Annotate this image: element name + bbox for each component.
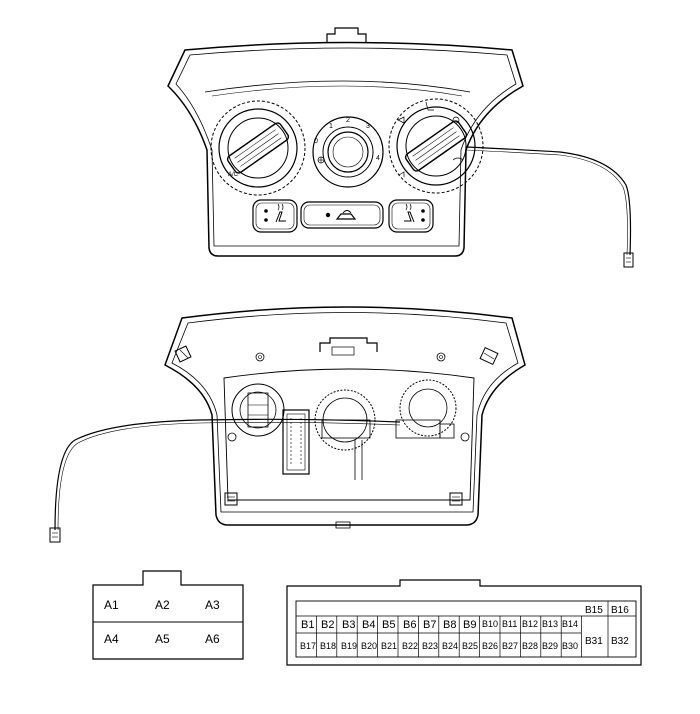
rear-panel-view	[49, 306, 526, 543]
connector-b-grid	[296, 601, 609, 657]
pin-b23: B23	[422, 641, 438, 651]
pin-b31: B31	[585, 636, 603, 647]
pin-a6: A6	[205, 632, 220, 646]
pin-b13: B13	[542, 619, 558, 629]
fan-speed-2: 2	[346, 117, 350, 124]
connector-a: A1 A2 A3 A4 A5 A6	[92, 570, 244, 660]
recirculation-icon	[325, 210, 357, 220]
pin-b4: B4	[362, 619, 375, 631]
pin-b20: B20	[361, 641, 377, 651]
mode-knob	[388, 98, 484, 194]
rear-connector-housing	[282, 409, 310, 475]
pin-b17: B17	[300, 641, 316, 651]
pin-b32: B32	[611, 636, 629, 647]
pin-b3: B3	[342, 619, 355, 631]
pin-b21: B21	[381, 641, 397, 651]
pin-b12: B12	[522, 619, 538, 629]
pin-b26: B26	[482, 641, 498, 651]
pin-b30: B30	[562, 641, 578, 651]
pin-a4: A4	[104, 632, 119, 646]
rear-shell-outline	[164, 306, 526, 526]
pin-a2: A2	[155, 598, 170, 612]
temperature-knob	[210, 100, 306, 196]
pin-b24: B24	[442, 641, 458, 651]
connector-a-outline	[92, 570, 244, 660]
seat-mode-icon	[425, 101, 434, 111]
pin-b7: B7	[423, 619, 436, 631]
connector-b: B1 B2 B3 B4 B5 B6 B7 B8 B9 B10 B11 B12 B…	[286, 579, 642, 666]
fan-speed-0: 0	[314, 138, 318, 145]
pin-b9: B9	[463, 619, 476, 631]
pin-b22: B22	[402, 641, 418, 651]
fan-speed-4: 4	[376, 155, 380, 162]
pin-b5: B5	[382, 619, 395, 631]
seat-heater-left-icon	[264, 203, 286, 223]
fan-icon	[317, 156, 325, 164]
pin-b28: B28	[522, 641, 538, 651]
pin-b18: B18	[320, 641, 336, 651]
ac-label: A/C	[228, 172, 239, 178]
front-bezel-outline	[167, 41, 524, 257]
pin-b16: B16	[611, 605, 629, 616]
windshield-icon	[452, 157, 464, 161]
rear-left-rotor	[231, 383, 285, 437]
rear-bottom-latch-left-icon	[224, 492, 238, 506]
rear-bottom-latch-right-icon	[449, 492, 463, 506]
pin-b14: B14	[562, 619, 578, 629]
pin-b8: B8	[443, 619, 456, 631]
front-panel-view: A/C 0 1 2 3 4	[167, 27, 634, 268]
rear-cable	[49, 418, 401, 543]
pin-b2: B2	[321, 619, 334, 631]
fan-speed-knob: 0 1 2 3 4	[312, 116, 384, 188]
rear-latch-left-icon	[174, 345, 192, 363]
pin-b11: B11	[502, 619, 517, 629]
vent-mode-icon	[397, 116, 405, 124]
rear-latch-right-icon	[479, 346, 499, 366]
pin-b6: B6	[403, 619, 416, 631]
pin-b15: B15	[585, 605, 603, 616]
pin-b27: B27	[502, 641, 518, 651]
pin-b10: B10	[482, 619, 498, 629]
pin-b19: B19	[341, 641, 357, 651]
connector-b-outline	[286, 579, 642, 666]
seat-heater-right-icon	[404, 203, 425, 223]
pin-a3: A3	[205, 598, 220, 612]
lower-button-bar	[252, 199, 434, 233]
fan-speed-1: 1	[329, 123, 333, 130]
pin-a5: A5	[155, 632, 170, 646]
pin-b1: B1	[301, 619, 314, 631]
rear-right-gear	[395, 379, 457, 439]
floor-mode-icon	[398, 171, 405, 177]
pin-b25: B25	[462, 641, 478, 651]
pin-b29: B29	[542, 641, 558, 651]
pin-a1: A1	[104, 598, 119, 612]
front-cable	[465, 146, 634, 268]
fan-speed-3: 3	[366, 123, 370, 130]
defrost-icon	[452, 116, 460, 124]
